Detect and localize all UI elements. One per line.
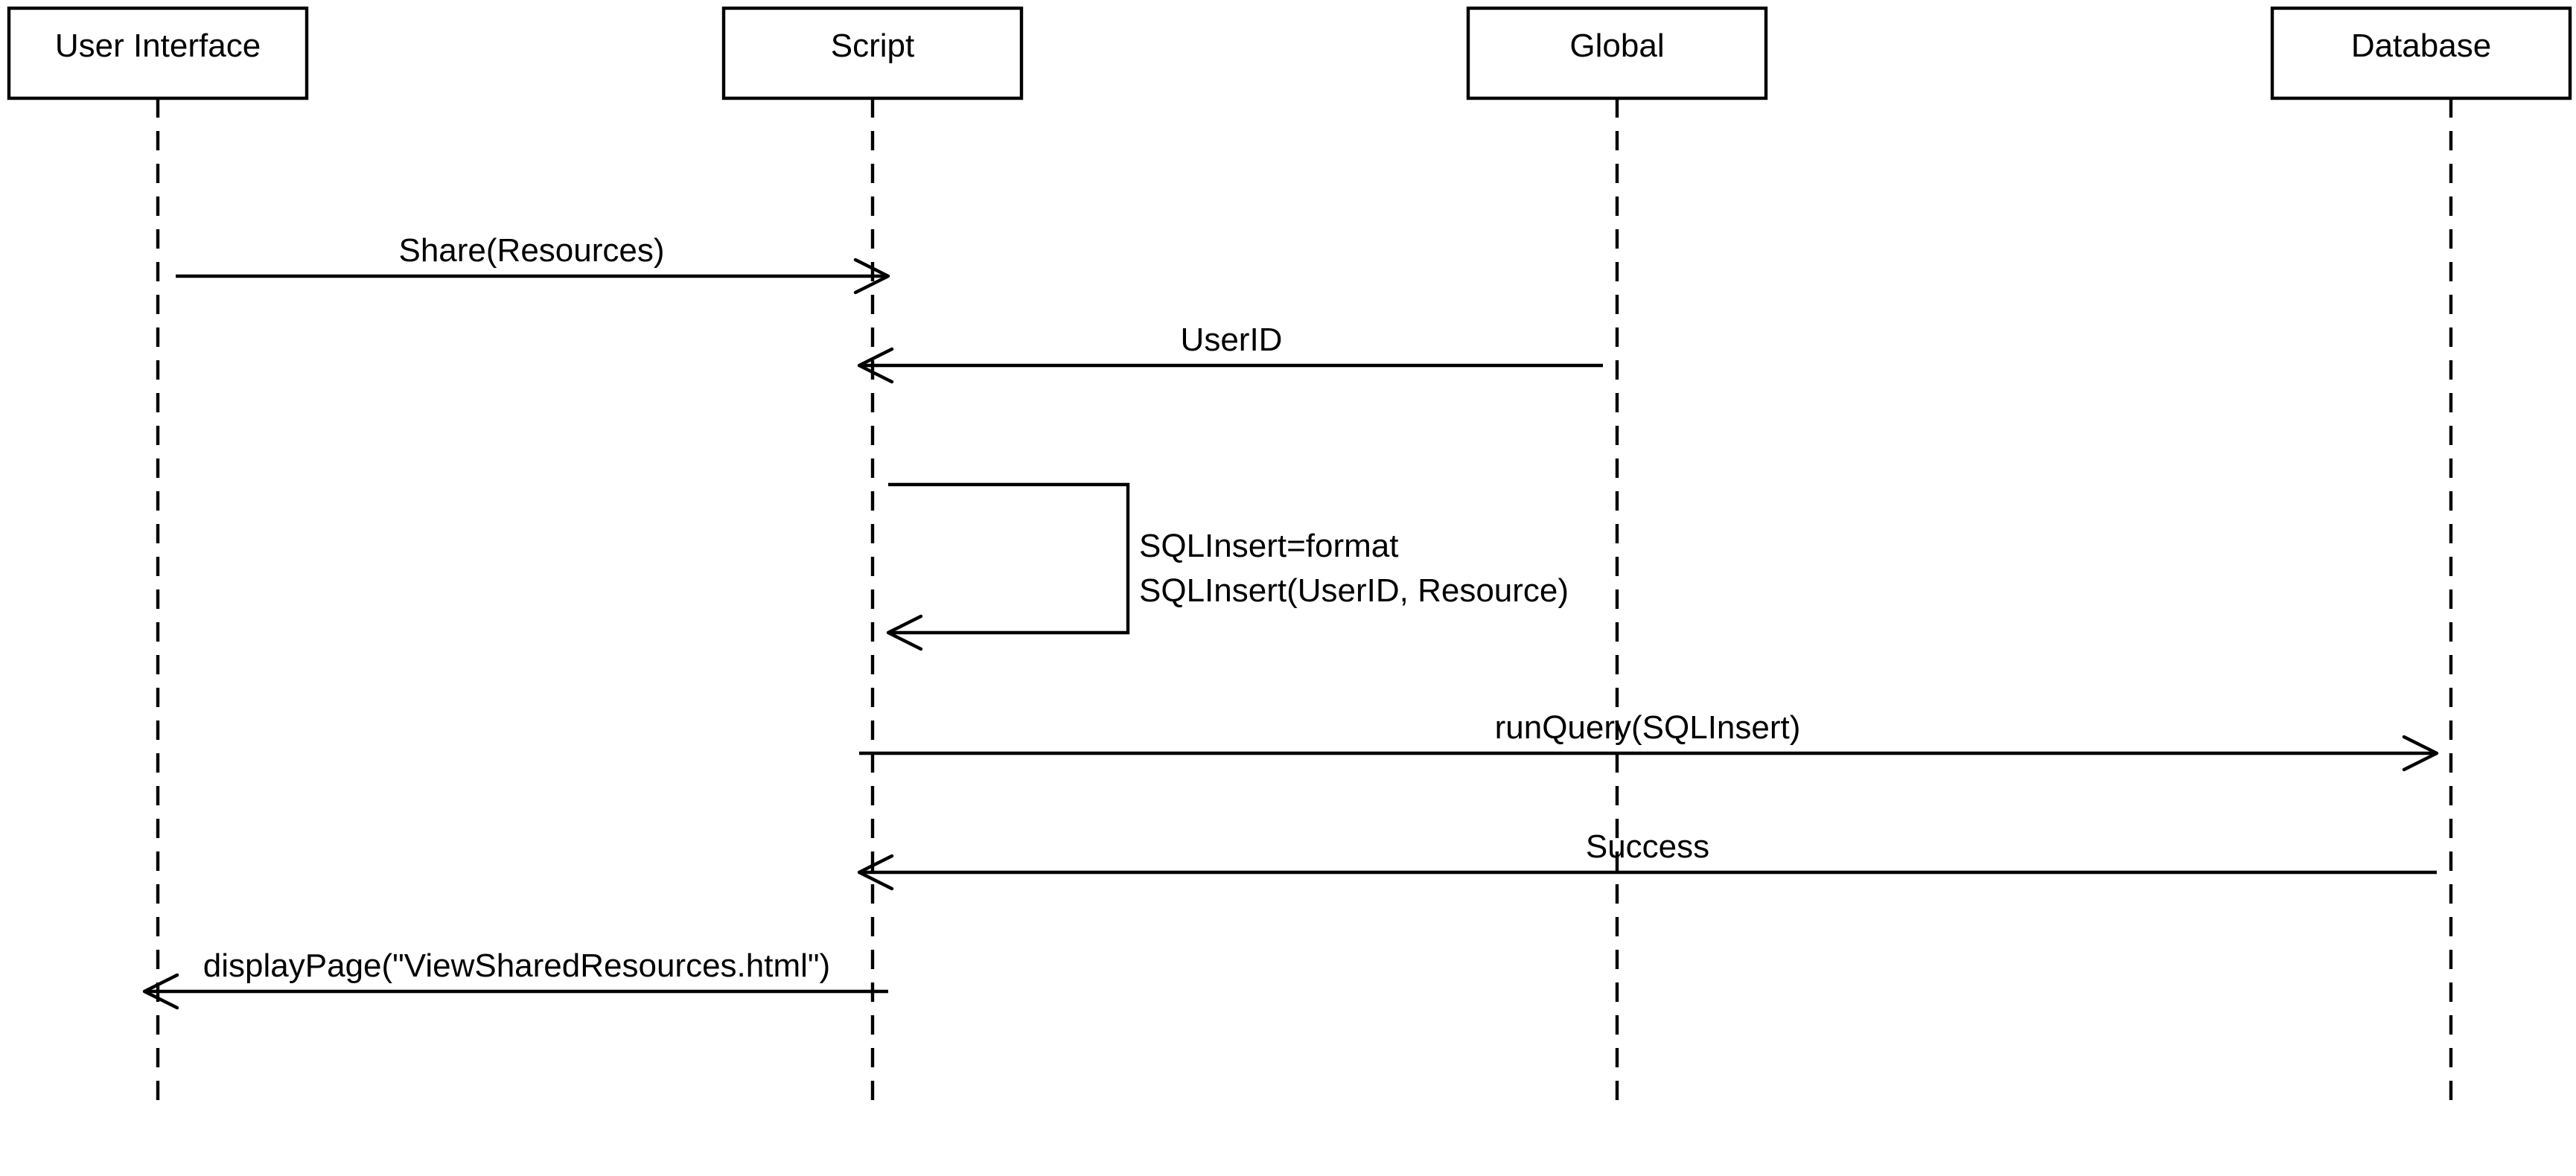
actor-database: Database xyxy=(2270,6,2572,1111)
arrow-head-runquery xyxy=(2402,735,2439,772)
actor-user-interface: User Interface xyxy=(7,6,309,1111)
message-line-self-sqlinsert xyxy=(888,482,1130,635)
message-displaypage: displayPage("ViewSharedResources.html") xyxy=(142,947,888,1010)
actor-global: Global xyxy=(1466,6,1768,1111)
actor-label-user-interface: User Interface xyxy=(55,28,261,64)
message-label-share-resources: Share(Resources) xyxy=(398,232,664,269)
actor-box-user-interface xyxy=(7,6,309,100)
arrow-head-self-sqlinsert xyxy=(886,614,923,651)
message-userid: UserID xyxy=(857,322,1603,384)
message-self-sqlinsert: SQLInsert=format SQLInsert(UserID, Resou… xyxy=(886,482,1569,651)
arrow-head-userid xyxy=(857,347,894,384)
message-runquery: runQuery(SQLInsert) xyxy=(859,709,2439,772)
actor-box-global xyxy=(1466,6,1768,100)
actor-box-database xyxy=(2270,6,2572,100)
arrow-head-success xyxy=(857,854,894,891)
actor-label-script: Script xyxy=(831,28,914,64)
message-label-success: Success xyxy=(1586,828,1709,865)
message-label-self-sqlinsert-line-2: SQLInsert(UserID, Resource) xyxy=(1139,572,1569,609)
message-share-resources: Share(Resources) xyxy=(176,232,890,295)
arrow-head-share-resources xyxy=(853,258,890,295)
message-success: Success xyxy=(857,828,2437,891)
actor-script: Script xyxy=(721,6,1024,1111)
message-label-runquery: runQuery(SQLInsert) xyxy=(1495,709,1801,746)
message-label-displaypage: displayPage("ViewSharedResources.html") xyxy=(203,947,830,984)
message-label-userid: UserID xyxy=(1181,322,1283,358)
actor-box-script xyxy=(721,6,1024,100)
actor-label-database: Database xyxy=(2351,28,2491,64)
arrow-head-displaypage xyxy=(142,973,179,1010)
actor-label-global: Global xyxy=(1569,28,1664,64)
message-label-self-sqlinsert-line-1: SQLInsert=format xyxy=(1139,528,1398,564)
